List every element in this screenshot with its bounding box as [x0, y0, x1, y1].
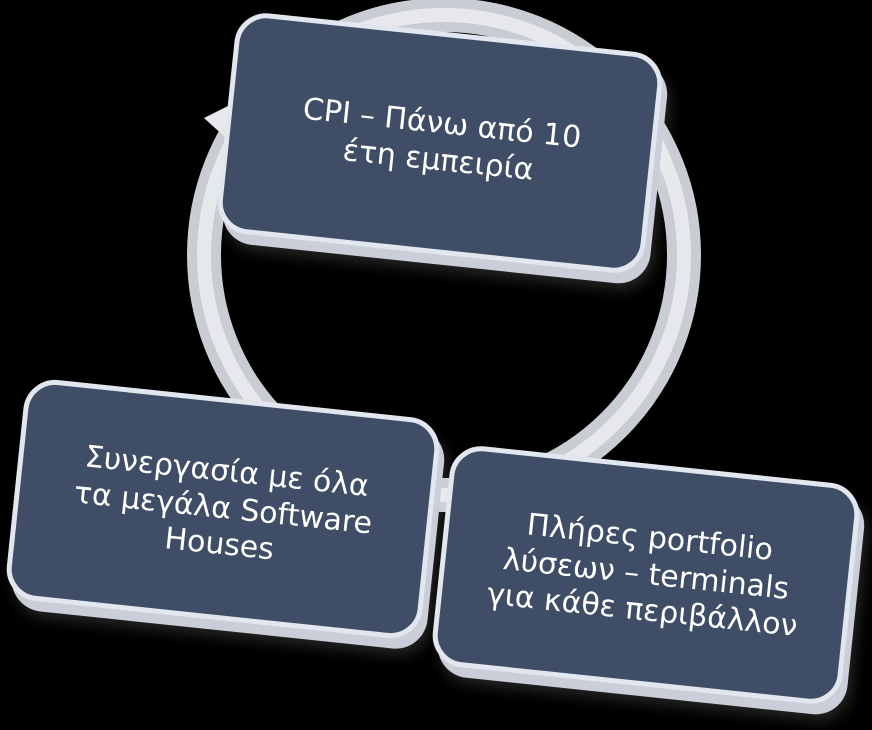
- node-cpi-experience: CPI – Πάνω από 10 έτη εμπειρία: [214, 10, 666, 276]
- node-software-houses-label: Συνεργασία με όλα τα μεγάλα Software Hou…: [72, 439, 374, 568]
- node-terminals-portfolio: Πλήρες portfolio λύσεων – terminals για …: [429, 443, 863, 707]
- node-software-houses: Συνεργασία με όλα τα μεγάλα Software Hou…: [3, 376, 443, 642]
- node-terminals-portfolio-label: Πλήρες portfolio λύσεων – terminals για …: [485, 507, 800, 645]
- node-cpi-experience-label: CPI – Πάνω από 10 έτη εμπειρία: [301, 91, 583, 188]
- cycle-ring-highlight: [197, 8, 691, 502]
